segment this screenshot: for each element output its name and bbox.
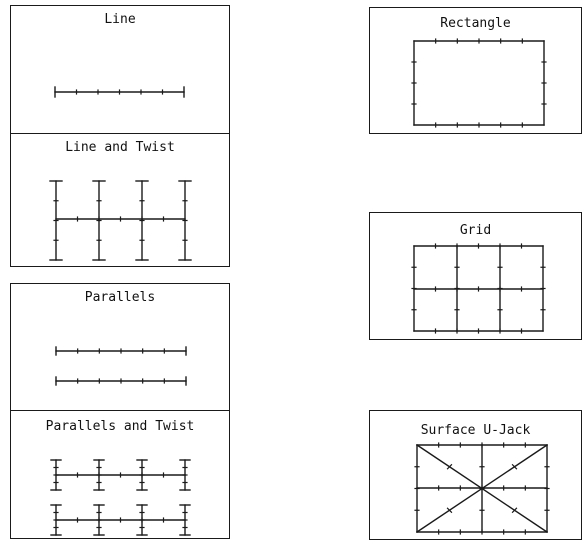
tick-mark [511, 507, 518, 514]
panel-title: Rectangle [440, 16, 511, 31]
panel-title: Parallels and Twist [45, 419, 195, 434]
panel-line-and-twist: Line and Twist [10, 133, 230, 267]
tick-mark [446, 507, 453, 514]
panel-title: Surface U-Jack [420, 423, 531, 438]
tick-mark [446, 463, 453, 470]
panel-title: Grid [459, 223, 492, 238]
panel-title: Line [104, 12, 136, 27]
tick-mark [511, 463, 518, 470]
panel-grid: Grid [369, 212, 582, 340]
panel-rectangle: Rectangle [369, 7, 582, 134]
panel-parallels: Parallels [10, 283, 230, 411]
diagonal-line [416, 444, 548, 533]
panel-title: Line and Twist [65, 140, 175, 155]
panel-line: Line [10, 5, 230, 134]
panel-title: Parallels [84, 290, 156, 305]
